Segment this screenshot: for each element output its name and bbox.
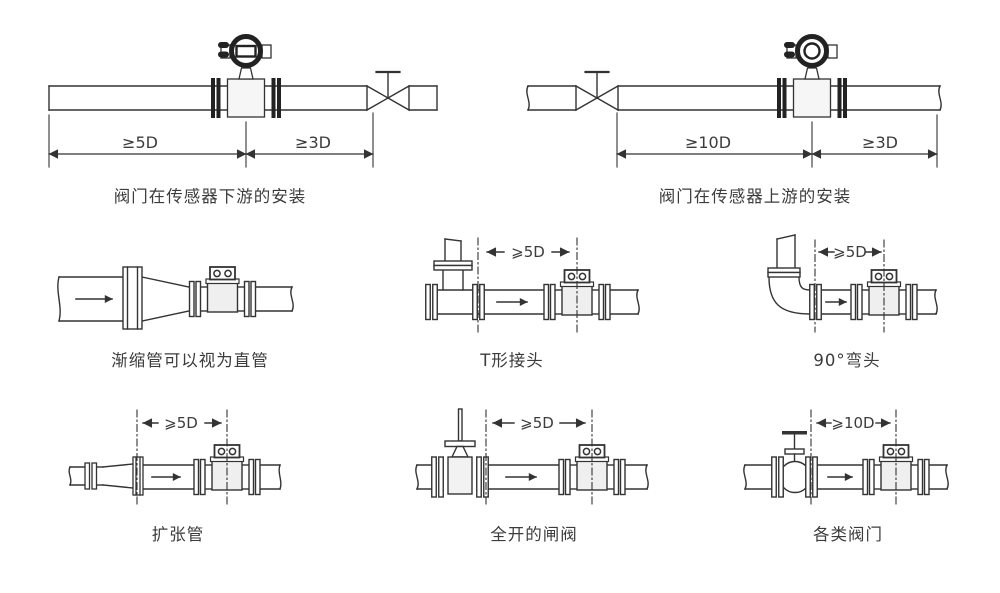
- center-lines: [136, 409, 228, 508]
- dimension-label: ⩾5D: [833, 243, 867, 261]
- diagram-caption: 各类阀门: [813, 525, 883, 544]
- pipe: [768, 234, 938, 315]
- expander-flange: [132, 456, 144, 496]
- diagram-caption: 阀门在传感器上游的安装: [659, 187, 852, 206]
- valve-icon: [574, 70, 620, 112]
- dimension-label: ≥3D: [862, 133, 898, 152]
- diagram-caption: 扩张管: [152, 525, 205, 544]
- pipe: [415, 464, 649, 490]
- dimension-label: ⩾5D: [164, 414, 198, 432]
- dimension-label: ⩾5D: [520, 414, 554, 432]
- flowmeter-icon: [188, 266, 257, 318]
- pipe: [48, 85, 438, 111]
- diagram-tee: ⩾5D T形接头: [425, 237, 640, 370]
- center-lines: [814, 239, 885, 333]
- diagram-caption: 渐缩管可以视为直管: [111, 351, 269, 370]
- diagram-valve-upstream: ≥10D ≥3D 阀门在传感器上游的安装: [526, 37, 942, 206]
- gate-valve-icon: [444, 408, 476, 495]
- flange-icon: [431, 456, 444, 498]
- dimension-label: ≥3D: [295, 133, 331, 152]
- dimension-label: ≥5D: [122, 133, 158, 152]
- branch-flange: [433, 260, 473, 271]
- diagram-caption: 阀门在传感器下游的安装: [114, 187, 307, 206]
- reducer-flange: [122, 266, 143, 330]
- center-lines: [485, 409, 593, 508]
- diagram-all-valves: ⩾10D 各类阀门: [743, 409, 949, 544]
- dimension-lines: [48, 112, 374, 168]
- transmitter-face: [803, 42, 821, 60]
- elbow-flange: [767, 267, 801, 278]
- diagram-caption: 全开的闸阀: [490, 525, 578, 544]
- center-lines: [477, 237, 578, 335]
- diagram-elbow: ⩾5D 90°弯头: [767, 234, 938, 370]
- pipe: [436, 238, 640, 315]
- pipe: [743, 464, 949, 490]
- pipe: [57, 276, 294, 322]
- diagram-valve-downstream: ≥5D ≥3D 阀门在传感器下游的安装: [48, 37, 438, 206]
- diagram-caption: 90°弯头: [813, 351, 880, 370]
- pipe: [68, 463, 282, 490]
- flange-icon: [771, 456, 784, 498]
- diagram-caption: T形接头: [479, 351, 544, 370]
- dimension-label: ≥10D: [685, 133, 731, 152]
- transmitter-display: [235, 44, 257, 58]
- diagram-expander: ⩾5D 扩张管: [68, 409, 282, 544]
- flange-icon: [425, 283, 438, 321]
- center-lines: [810, 409, 897, 508]
- dimension-label: ⩾10D: [831, 414, 874, 432]
- valve-icon: [365, 70, 411, 112]
- dimension-lines: [616, 112, 938, 168]
- diagram-reducer: 渐缩管可以视为直管: [57, 266, 294, 370]
- small-flange: [84, 462, 98, 490]
- diagram-gate-valve: ⩾5D 全开的闸阀: [415, 408, 649, 544]
- dimension-label: ⩾5D: [511, 243, 545, 261]
